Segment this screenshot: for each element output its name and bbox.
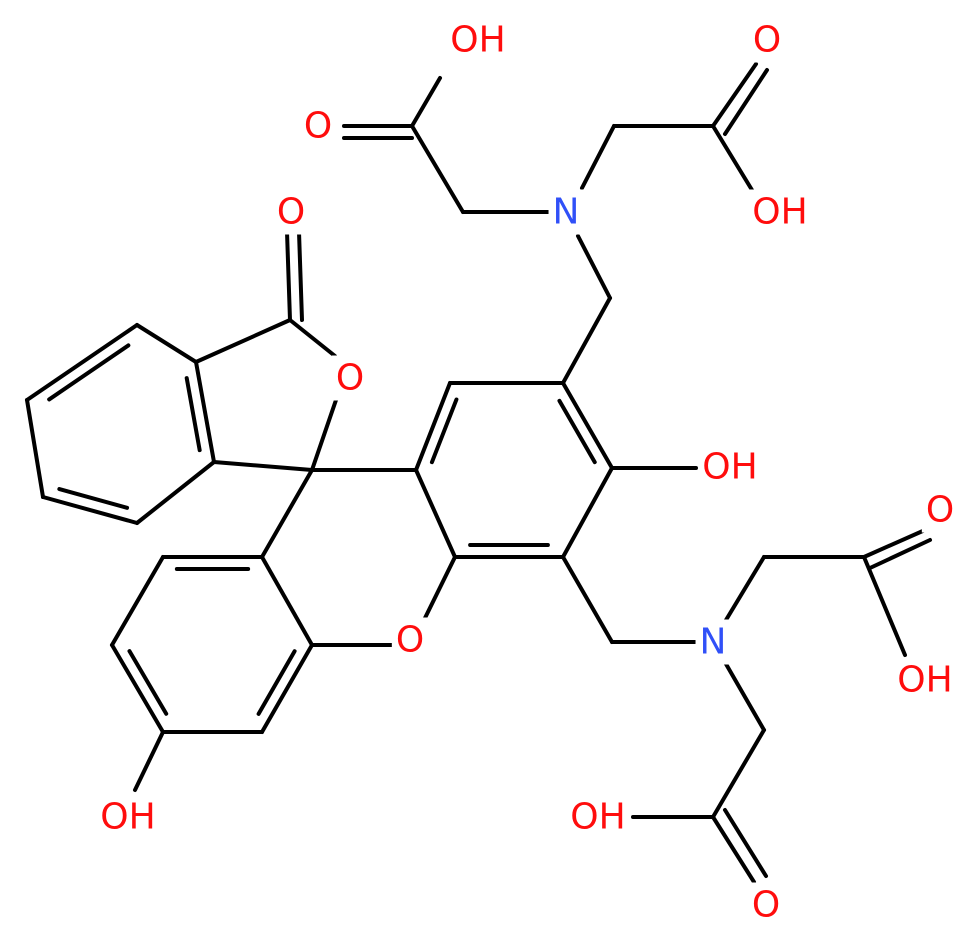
atom-oh-phenol: OH <box>702 447 757 488</box>
aromatic-bond <box>25 398 45 499</box>
aromatic-bond-inner <box>57 487 130 510</box>
double-bond <box>711 62 758 128</box>
single-bond <box>862 555 907 657</box>
aromatic-bond-inner <box>256 649 297 716</box>
single-bond <box>711 124 754 192</box>
aromatic-bond <box>194 360 216 464</box>
atom-label-background <box>548 189 584 235</box>
single-bond <box>580 124 616 190</box>
single-bond <box>212 460 314 472</box>
atom-label-background <box>272 189 310 235</box>
single-bond <box>711 728 766 819</box>
aromatic-bond <box>414 468 457 559</box>
atom-label-background <box>921 487 959 533</box>
single-bond <box>133 730 165 792</box>
double-bond <box>285 230 292 322</box>
atom-label-background <box>695 619 731 665</box>
atom-oh-right: OH <box>897 660 952 701</box>
aromatic-bond <box>414 381 452 472</box>
atom-oh-top: OH <box>450 20 505 61</box>
double-bond-inner <box>723 808 768 878</box>
single-bond <box>561 555 614 644</box>
atom-label-background <box>96 794 160 840</box>
atom-oh-bottom: OH <box>570 797 625 838</box>
aromatic-bond <box>561 381 614 470</box>
atom-label-background <box>566 794 630 840</box>
aromatic-bond-inner <box>184 376 202 453</box>
atom-label-background <box>748 17 786 63</box>
aromatic-bond-inner <box>429 397 459 465</box>
double-bond-inner <box>723 68 769 136</box>
double-bond-inner <box>297 230 304 322</box>
atom-label-background <box>893 657 957 703</box>
aromatic-bond <box>110 643 165 734</box>
aromatic-bond <box>561 466 614 559</box>
atom-label-background <box>331 355 369 401</box>
aromatic-bond <box>260 643 314 734</box>
atom-oh-bottom-left: OH <box>100 797 155 838</box>
single-bond <box>423 555 457 620</box>
aromatic-bond-inner <box>47 343 131 402</box>
aromatic-bond <box>25 323 139 402</box>
single-bond <box>260 468 314 559</box>
atom-o-right: O <box>926 490 954 531</box>
aromatic-bond <box>110 555 165 647</box>
atom-label-background <box>446 17 510 63</box>
bond-layer <box>25 62 932 884</box>
atom-label-background <box>747 882 785 928</box>
double-bond <box>711 815 756 884</box>
single-bond <box>576 234 612 300</box>
single-bond <box>410 76 442 128</box>
atom-label-background <box>391 617 429 663</box>
single-bond <box>410 124 465 214</box>
aromatic-bond <box>260 555 314 647</box>
atom-n-bottom: N <box>700 622 727 663</box>
atom-o-upper-left: O <box>304 106 332 147</box>
aromatic-bond-inner <box>127 649 169 716</box>
single-bond <box>724 662 766 732</box>
atom-label-background <box>698 444 762 490</box>
atom-label-background <box>748 189 812 235</box>
atom-o-bottom: O <box>752 885 780 926</box>
atom-o-lactone-ring: O <box>336 358 364 399</box>
atom-label-layer: OH O O OH N O O OH O N OH O OH OH O <box>96 17 959 928</box>
aromatic-bond <box>135 323 198 364</box>
aromatic-bond <box>41 495 139 525</box>
aromatic-bond-inner <box>557 398 597 465</box>
single-bond <box>561 296 612 385</box>
atom-o-top-right: O <box>753 20 781 61</box>
aromatic-bond <box>135 460 216 525</box>
atom-label-background <box>299 103 337 149</box>
atom-o-lactone-carbonyl: O <box>277 192 305 233</box>
atom-oh-upper-right: OH <box>752 192 807 233</box>
double-bond-inner <box>868 538 932 570</box>
single-bond <box>194 318 292 364</box>
double-bond <box>862 528 927 559</box>
single-bond <box>288 318 337 358</box>
atom-n-top: N <box>553 192 580 233</box>
single-bond <box>310 398 338 472</box>
single-bond <box>724 555 766 622</box>
atom-o-xanthene: O <box>396 620 424 661</box>
